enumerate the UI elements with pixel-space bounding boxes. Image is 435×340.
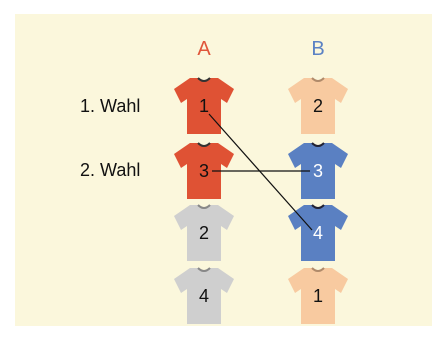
shirt-number: 3 [198, 161, 209, 181]
tshirt-icon [288, 267, 348, 324]
shirt-number: 4 [312, 223, 323, 243]
shirt-number: 1 [312, 286, 323, 306]
shirt-number: 4 [198, 286, 209, 306]
tshirt-icon [174, 267, 234, 324]
shirt-b4-peach: 1 [286, 266, 350, 326]
shirt-b1-peach: 2 [286, 76, 350, 136]
row-label-first-choice: 1. Wahl [80, 96, 141, 116]
shirt-b2-blue: 3 [286, 141, 350, 201]
shirt-number: 2 [312, 96, 323, 116]
column-header-b: B [311, 38, 325, 60]
shirt-a4-grey: 4 [172, 266, 236, 326]
shirt-number: 1 [198, 96, 209, 116]
column-header-a: A [197, 38, 211, 60]
shirt-number: 3 [312, 161, 323, 181]
shirt-a3-grey: 2 [172, 203, 236, 263]
shirt-number: 2 [198, 223, 209, 243]
shirt-b3-blue: 4 [286, 203, 350, 263]
shirt-a1-red: 1 [172, 76, 236, 136]
shirt-a2-red: 3 [172, 141, 236, 201]
row-label-second-choice: 2. Wahl [80, 160, 141, 180]
